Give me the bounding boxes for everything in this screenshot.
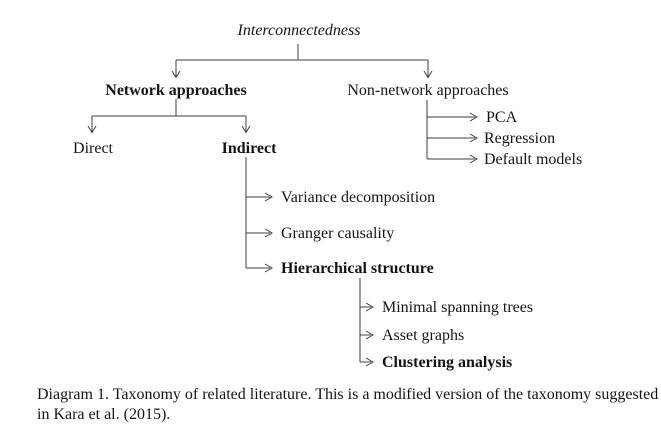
arrow-to-regression <box>427 133 479 143</box>
arrow-to-pca <box>427 112 479 122</box>
node-clustering-analysis: Clustering analysis <box>382 354 513 371</box>
node-interconnectedness: Interconnectedness <box>237 22 361 39</box>
node-pca: PCA <box>486 109 518 126</box>
arrow-to-asset-graphs <box>360 330 375 340</box>
node-granger-causality: Granger causality <box>281 225 395 242</box>
node-default-models: Default models <box>484 151 583 168</box>
arrow-to-variance-decomposition <box>246 192 274 202</box>
arrow-to-default-models <box>427 154 479 164</box>
arrow-to-indirect <box>241 116 251 134</box>
arrow-to-direct <box>87 116 97 134</box>
node-minimal-spanning-trees: Minimal spanning trees <box>382 299 534 316</box>
arrow-to-network <box>171 60 181 79</box>
node-direct: Direct <box>73 140 113 157</box>
arrow-to-granger-causality <box>246 228 274 238</box>
node-network-approaches: Network approaches <box>105 82 247 99</box>
figure-caption: Diagram 1. Taxonomy of related literatur… <box>37 386 659 423</box>
arrow-to-hierarchical-structure <box>246 263 274 273</box>
node-variance-decomposition: Variance decomposition <box>281 189 436 206</box>
arrow-to-clustering-analysis <box>360 357 375 367</box>
node-hierarchical-structure: Hierarchical structure <box>281 260 434 277</box>
arrow-to-non-network <box>423 60 433 79</box>
arrow-to-minimal-spanning-trees <box>360 302 375 312</box>
node-non-network-approaches: Non-network approaches <box>347 82 509 99</box>
node-regression: Regression <box>484 130 556 147</box>
node-indirect: Indirect <box>221 140 277 157</box>
node-asset-graphs: Asset graphs <box>382 327 465 344</box>
